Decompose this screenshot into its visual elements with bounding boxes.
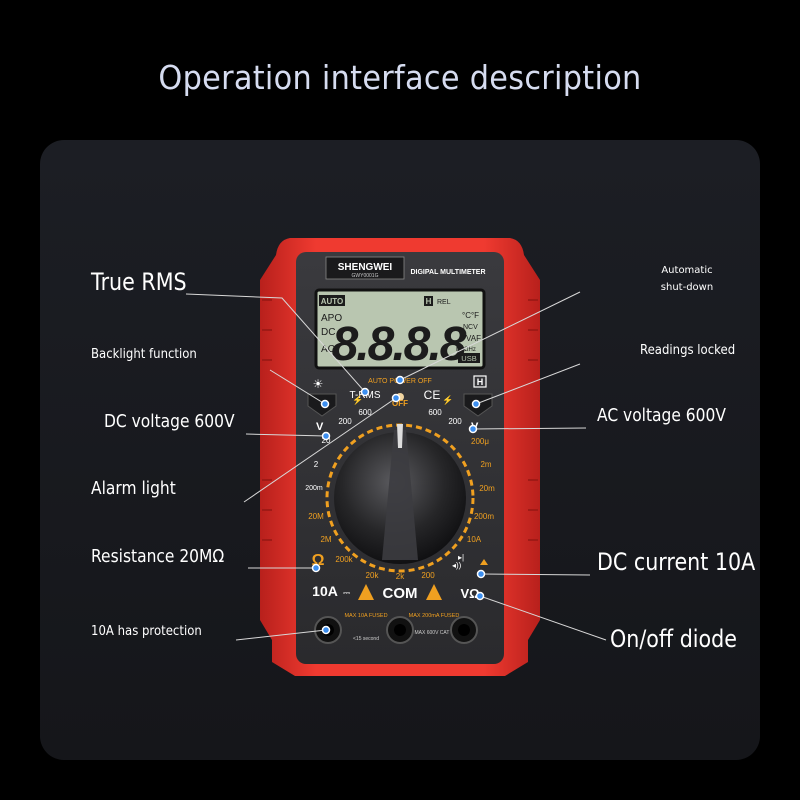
lcd-screen — [314, 288, 486, 370]
leader-diode — [479, 595, 607, 641]
svg-text:<15 second: <15 second — [353, 636, 379, 642]
label-ac-voltage: AC voltage 600V — [597, 405, 726, 426]
warning-icon-right — [426, 584, 442, 600]
svg-text:REL: REL — [437, 299, 451, 306]
leader-dc-current — [480, 573, 591, 576]
svg-text:2k: 2k — [396, 572, 405, 581]
pointer-dots — [311, 375, 486, 635]
jack-v — [450, 616, 478, 644]
lcd-digits: 8.8.8.8 — [332, 318, 467, 371]
label-protection: 10A has protection — [91, 624, 202, 639]
label-resistance: Resistance 20MΩ — [91, 546, 225, 567]
jack-com — [386, 616, 414, 644]
svg-text:CE: CE — [424, 388, 441, 402]
leader-ac-voltage — [472, 427, 587, 430]
jack-v-label: VΩ — [460, 586, 479, 601]
leader-true-rms — [185, 293, 366, 393]
svg-text:2M: 2M — [320, 535, 331, 544]
dial-pointer — [382, 430, 418, 560]
svg-text:USB: USB — [461, 354, 476, 363]
leader-protection — [235, 629, 327, 641]
svg-text:⚡: ⚡ — [442, 394, 453, 406]
leader-readings — [475, 363, 581, 405]
svg-text:MkΩHz: MkΩHz — [456, 347, 476, 353]
svg-text:600: 600 — [358, 408, 372, 417]
label-dc-voltage: DC voltage 600V — [104, 411, 235, 432]
svg-text:GWY0001G: GWY0001G — [352, 273, 379, 279]
svg-text:200k: 200k — [335, 555, 353, 564]
svg-text:200: 200 — [448, 417, 462, 426]
svg-text:20M: 20M — [308, 512, 324, 521]
label-alarm-light: Alarm light — [91, 478, 176, 499]
svg-text:APO: APO — [321, 313, 342, 324]
leader-auto-shutdown — [399, 291, 581, 381]
svg-text:MAX 600V CAT II: MAX 600V CAT II — [415, 630, 454, 636]
label-diode: On/off diode — [610, 625, 737, 653]
svg-text:VAF: VAF — [466, 334, 481, 343]
svg-text:AUTO: AUTO — [321, 297, 344, 306]
label-backlight: Backlight function — [91, 347, 197, 362]
svg-text:OFF: OFF — [392, 399, 408, 408]
svg-text:NCV: NCV — [463, 324, 478, 331]
leader-alarm — [243, 397, 397, 503]
svg-text:600: 600 — [428, 408, 442, 417]
jack-10a-label: 10A — [312, 583, 338, 599]
label-true-rms: True RMS — [91, 268, 187, 296]
svg-text:⎓: ⎓ — [343, 588, 350, 598]
svg-text:20k: 20k — [366, 571, 380, 580]
svg-text:▸|: ▸| — [458, 553, 464, 562]
label-readings-locked: Readings locked — [640, 343, 736, 358]
svg-text:°C°F: °C°F — [462, 311, 479, 320]
svg-text:200μ: 200μ — [471, 437, 489, 446]
page-title: Operation interface description — [158, 58, 642, 97]
svg-text:20m: 20m — [479, 484, 495, 493]
svg-text:20: 20 — [322, 436, 331, 445]
jack-com-label: COM — [383, 585, 418, 602]
svg-text:200: 200 — [421, 571, 435, 580]
device-subtitle: DIGIPAL MULTIMETER — [410, 269, 485, 276]
temp-icon — [480, 559, 488, 565]
svg-text:H: H — [477, 377, 484, 387]
leader-dc-voltage — [245, 433, 327, 437]
svg-text:2m: 2m — [480, 460, 491, 469]
label-dc-current: DC current 10A — [597, 548, 756, 576]
warning-icon-left — [358, 584, 374, 600]
svg-text:⚡: ⚡ — [352, 394, 363, 406]
svg-text:DC: DC — [321, 327, 335, 338]
svg-text:200m: 200m — [474, 512, 494, 521]
svg-text:10A: 10A — [467, 535, 482, 544]
svg-text:H: H — [426, 297, 432, 306]
svg-text:◂)): ◂)) — [452, 561, 462, 570]
brand-logo: SHENGWEI — [338, 262, 393, 273]
svg-text:V: V — [316, 421, 324, 433]
svg-text:200m: 200m — [305, 485, 323, 492]
svg-text:2: 2 — [314, 460, 319, 469]
leader-lines — [185, 291, 607, 641]
label-auto-shutdown: Automatic shut-down — [660, 265, 714, 293]
svg-text:MAX 200mA FUSED: MAX 200mA FUSED — [409, 613, 460, 619]
svg-text:☀: ☀ — [313, 377, 324, 391]
svg-text:MAX 10A FUSED: MAX 10A FUSED — [344, 613, 387, 619]
leader-backlight — [269, 369, 326, 405]
svg-text:200: 200 — [338, 417, 352, 426]
